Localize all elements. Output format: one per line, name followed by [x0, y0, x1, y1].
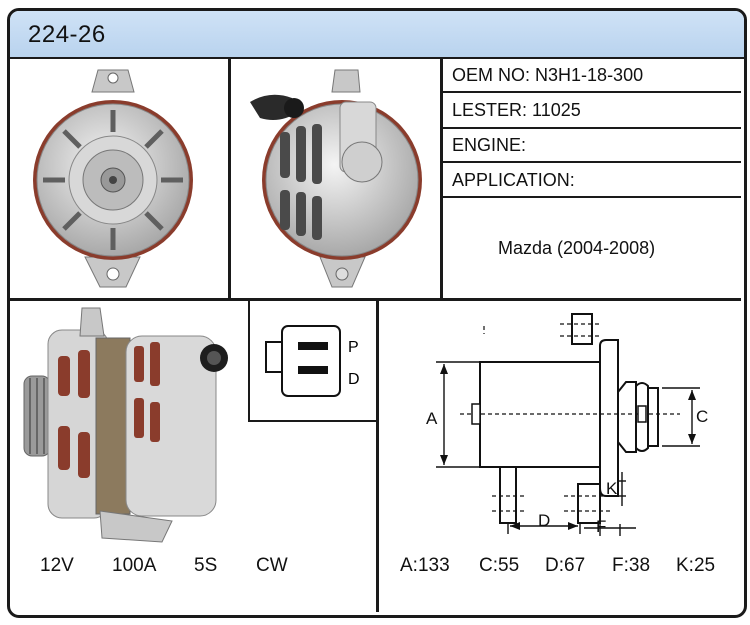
alternator-rear-photo [250, 69, 422, 288]
dimension-d-value: D:67 [545, 555, 586, 576]
divider-info-4 [441, 196, 741, 198]
diagram-label-d: D [538, 511, 550, 530]
dimension-diagram: A C D F K [426, 313, 708, 536]
divider-connector-left [248, 299, 250, 421]
divider-top-2 [440, 57, 443, 299]
diagram-label-k: K [606, 479, 618, 498]
divider-info-3 [441, 161, 741, 163]
connector-plug-icon: P D [265, 325, 360, 397]
lester-value: 11025 [532, 100, 581, 120]
diagram-label-a: A [426, 409, 438, 428]
oem-label: OEM NO: [452, 65, 531, 85]
alternator-side-photo [23, 307, 228, 543]
lester-label: LESTER: [452, 100, 528, 120]
divider-info-2 [441, 127, 741, 129]
pin-p-label: P [348, 339, 359, 356]
oem-row: OEM NO: N3H1-18-300 [452, 65, 643, 86]
dimension-f-value: F:38 [612, 555, 651, 576]
lester-row: LESTER: 11025 [452, 100, 581, 121]
oem-value: N3H1-18-300 [535, 65, 644, 85]
amperage-value: 100A [112, 555, 157, 576]
divider-connector-bottom [248, 420, 377, 422]
divider-bottom-1 [376, 299, 379, 612]
alternator-front-photo [33, 69, 193, 288]
pin-d-label: D [348, 371, 360, 388]
dimension-k-value: K:25 [676, 555, 716, 576]
dimension-a-value: A:133 [400, 555, 450, 576]
rotation-value: CW [256, 555, 288, 576]
application-label: APPLICATION: [452, 170, 575, 190]
application-value: Mazda (2004-2008) [498, 238, 656, 258]
diagram-label-c: C [696, 407, 708, 426]
voltage-value: 12V [40, 555, 74, 576]
title-bar: 224-26 [10, 11, 744, 59]
divider-info-1 [441, 91, 741, 93]
dimension-c-value: C:55 [479, 555, 520, 576]
engine-label: ENGINE: [452, 135, 527, 155]
divider-middle [8, 298, 741, 301]
divider-top-1 [228, 57, 231, 299]
diagram-label-f: F [596, 517, 606, 536]
part-number-title: 224-26 [28, 21, 106, 48]
pulley-value: 5S [194, 555, 218, 576]
